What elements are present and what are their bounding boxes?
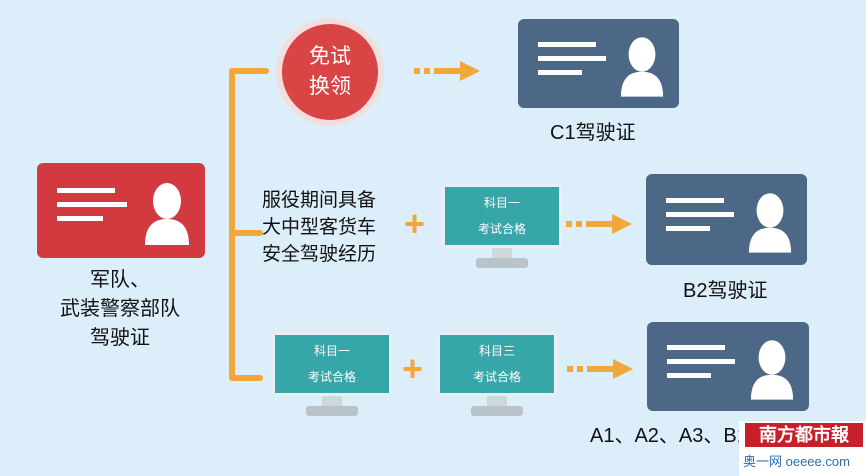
condition-line-2: 大中型客货车 [262, 217, 377, 238]
circle-line-1: 免试 [309, 45, 351, 68]
watermark-logo: 南方都市報 奥一网 oeeee.com [739, 421, 866, 476]
exempt-exchange-circle: 免试 换领 [276, 18, 384, 126]
source-label-line-3: 驾驶证 [90, 327, 150, 349]
a1-license-card [647, 322, 809, 411]
circle-line-2: 换领 [309, 75, 351, 98]
service-condition-text: 服役期间具备 大中型客货车 安全驾驶经历 [262, 187, 412, 268]
c1-label: C1驾驶证 [550, 122, 636, 144]
arrow-right-icon [414, 61, 480, 81]
condition-line-3: 安全驾驶经历 [262, 244, 377, 265]
exam-result: 考试合格 [477, 222, 526, 236]
plus-icon: + [402, 348, 424, 389]
b2-license-card [646, 174, 807, 265]
monitor-icon: 科目三 考试合格 [437, 332, 557, 418]
source-label-line-1: 军队、 [90, 269, 150, 291]
person-icon [620, 37, 664, 97]
monitor-icon: 科目一 考试合格 [272, 332, 392, 418]
bracket-middle [229, 230, 263, 236]
exam-subject: 科目一 [313, 344, 350, 358]
exam-subject: 科目一 [483, 196, 520, 210]
exam-result: 考试合格 [472, 370, 521, 384]
exam-result: 考试合格 [307, 370, 356, 384]
monitor-icon: 科目一 考试合格 [442, 184, 562, 270]
exam-subject: 科目三 [478, 344, 515, 358]
person-icon [748, 193, 792, 253]
exam-screen: 科目一 考试合格 [442, 184, 562, 248]
b2-label: B2驾驶证 [683, 280, 768, 302]
plus-icon: + [404, 203, 426, 244]
bracket-top [229, 68, 269, 74]
card-text-lines-icon [538, 42, 606, 84]
bracket-bottom [229, 375, 263, 381]
arrow-right-icon [566, 214, 632, 234]
watermark-title: 南方都市報 [745, 423, 863, 447]
branch-bracket [229, 71, 235, 380]
person-icon [145, 183, 189, 245]
source-id-card [37, 163, 205, 258]
card-text-lines-icon [666, 198, 734, 240]
condition-line-1: 服役期间具备 [262, 190, 377, 211]
watermark-sub: 奥一网 oeeee.com [743, 454, 850, 469]
c1-license-card [518, 19, 679, 108]
person-icon [750, 340, 794, 400]
source-label: 军队、 武装警察部队 驾驶证 [20, 266, 220, 353]
exam-screen: 科目三 考试合格 [437, 332, 557, 396]
card-text-lines-icon [57, 188, 127, 230]
card-text-lines-icon [667, 345, 735, 387]
arrow-right-icon [567, 359, 633, 379]
source-label-line-2: 武装警察部队 [60, 298, 180, 320]
exam-screen: 科目一 考试合格 [272, 332, 392, 396]
